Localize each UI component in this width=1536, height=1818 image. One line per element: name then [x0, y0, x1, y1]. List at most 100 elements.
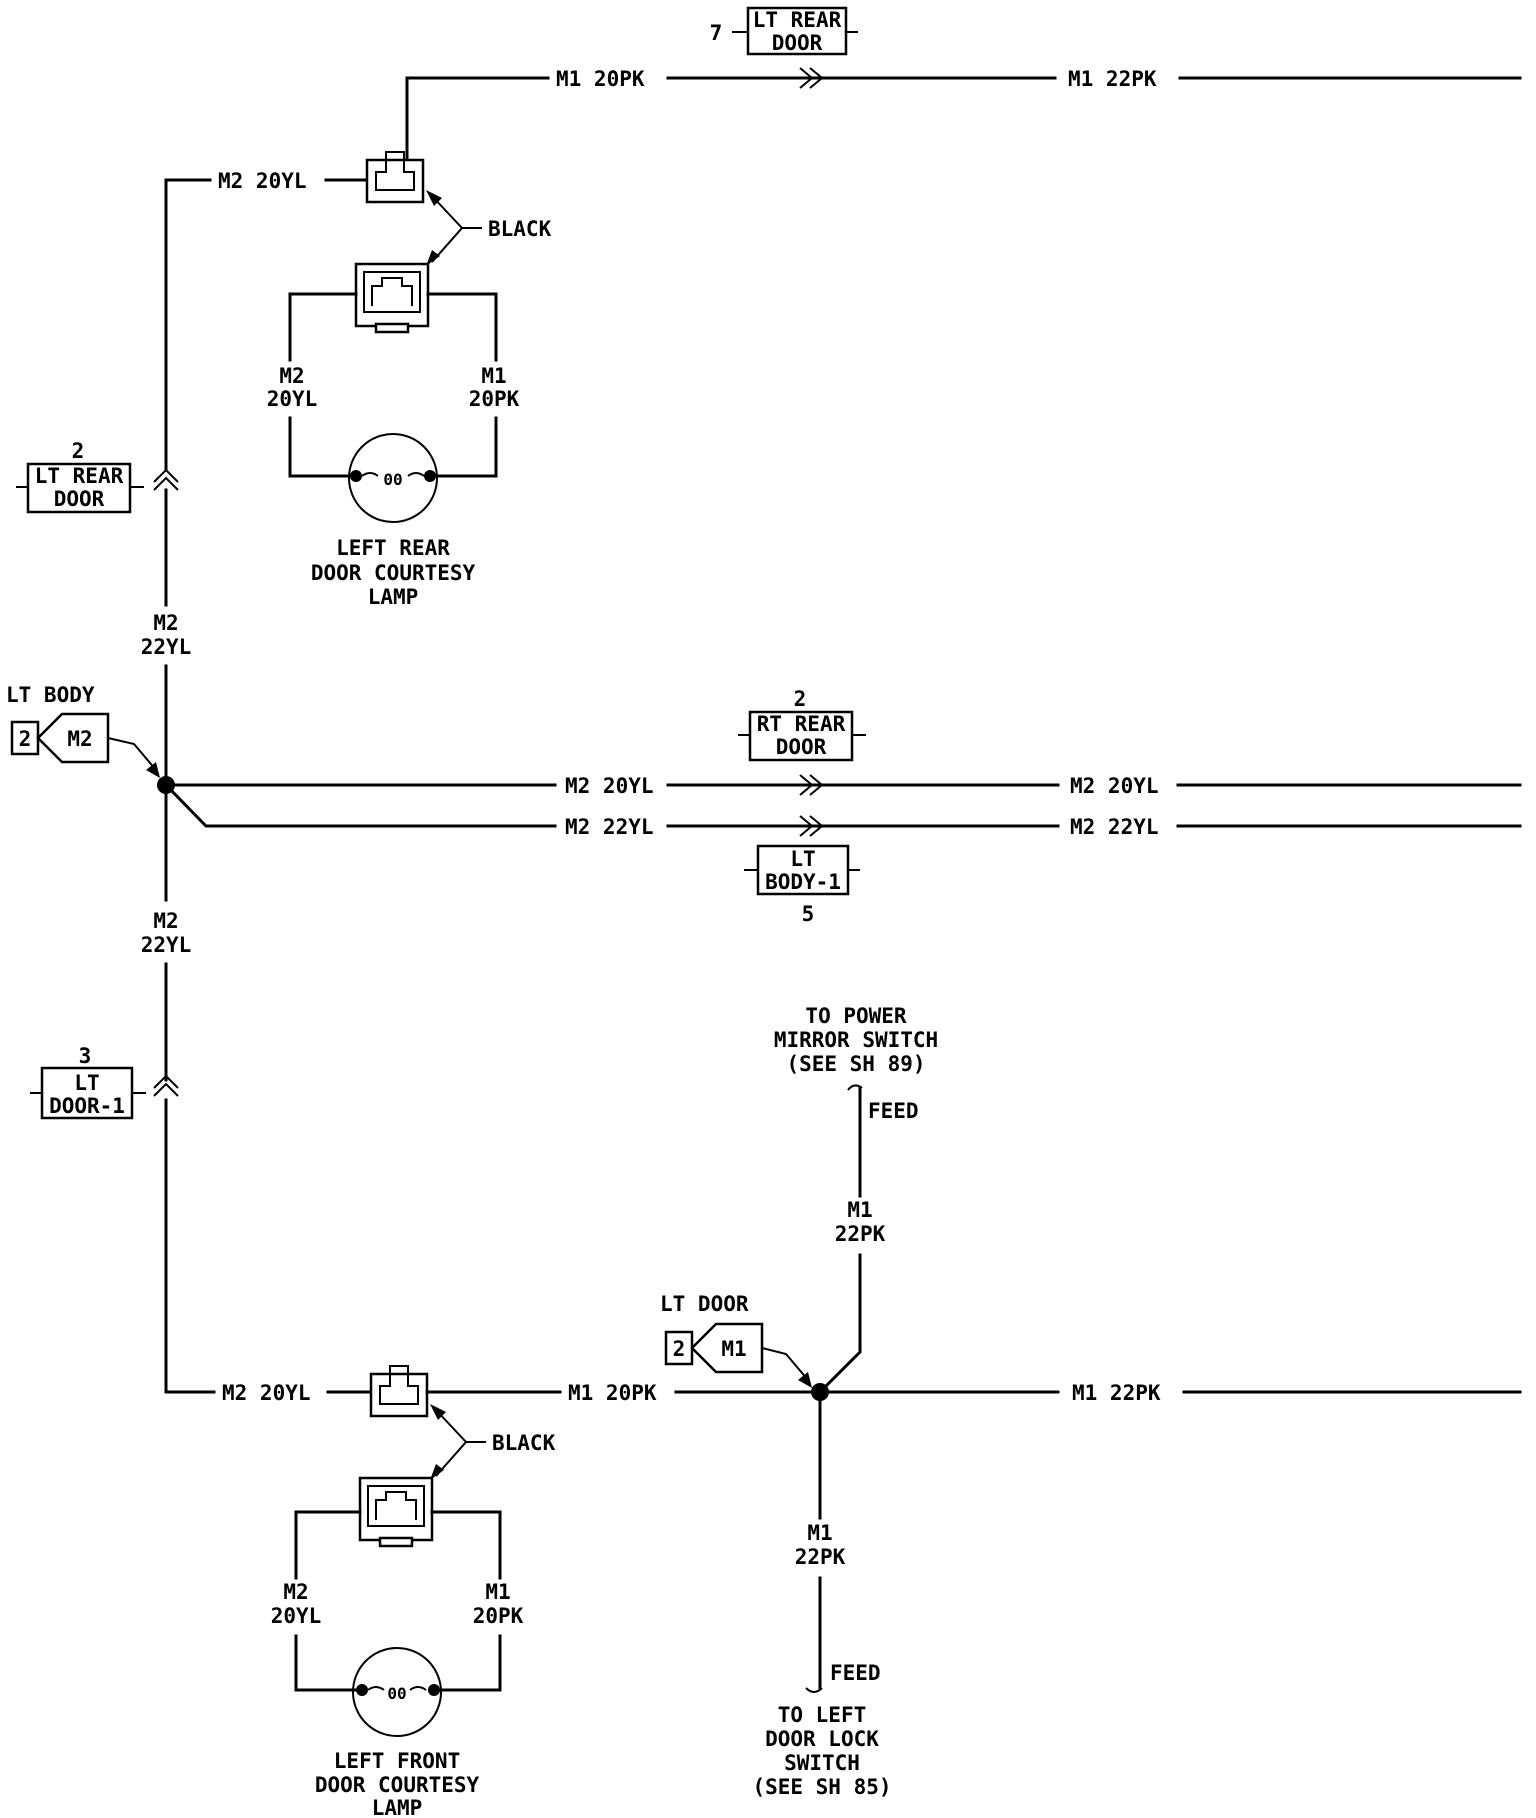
ref-label: (SEE SH 85) [752, 1775, 891, 1799]
mirror-switch-ref: TO POWER MIRROR SWITCH (SEE SH 89) FEED … [774, 1004, 938, 1395]
splice-code: M1 [721, 1337, 746, 1361]
wire-mid-2: M2 22YL M2 22YL [163, 782, 1522, 839]
wire-label: 20PK [469, 387, 520, 411]
arrow-icon [430, 1404, 446, 1420]
wire-label: 22PK [795, 1545, 846, 1569]
feed-label: FEED [830, 1661, 881, 1685]
wire-front-m1: M1 20PK M1 22PK [425, 1381, 1522, 1405]
connector-name-1: LT [790, 847, 815, 871]
splice-title: LT DOOR [660, 1292, 749, 1316]
lamp-label: LEFT FRONT [334, 1749, 460, 1773]
wire-front-m2-feed: M2 20YL [164, 1381, 374, 1405]
wire-label: M1 20PK [556, 67, 645, 91]
wire-label: 20PK [473, 1604, 524, 1628]
connector-name-1: RT REAR [757, 712, 846, 736]
ref-label: TO POWER [805, 1004, 907, 1028]
connector-name-2: DOOR [776, 735, 827, 759]
color-label: BLACK [488, 217, 552, 241]
wire-label: M2 20YL [218, 169, 307, 193]
lamp-label: DOOR COURTESY [315, 1773, 480, 1797]
connector-front-lamp [358, 1476, 434, 1548]
splice-lt-door: LT DOOR 2 M1 [660, 1292, 829, 1401]
arrow-icon [146, 762, 160, 778]
lamp-label: DOOR COURTESY [311, 561, 476, 585]
wire-label: M1 22PK [1072, 1381, 1161, 1405]
lamp-filament: 00 [387, 1684, 406, 1703]
arrow-icon [426, 250, 440, 266]
connector-lt-body-1: LT BODY-1 5 [744, 844, 860, 926]
wire-label: M2 22YL [1070, 815, 1159, 839]
ref-label: TO LEFT [778, 1703, 867, 1727]
color-label: BLACK [492, 1431, 556, 1455]
splice-lt-body: LT BODY 2 M2 [6, 683, 175, 794]
inline-connector-icon [153, 1074, 179, 1097]
connector-lt-rear-door: 2 LT REAR DOOR [16, 439, 179, 514]
lamp-label: LAMP [368, 585, 419, 609]
wire-label: M2 [153, 611, 178, 635]
wire-label: M2 [283, 1580, 308, 1604]
connector-pin: 7 [710, 21, 723, 45]
connector-pin: 5 [802, 902, 815, 926]
color-pointer-rear: BLACK [426, 190, 552, 266]
wire-label: M2 20YL [565, 774, 654, 798]
wire-label: M2 20YL [1070, 774, 1159, 798]
wire-front-lamp-loop: M2 20YL M1 20PK [271, 1510, 524, 1692]
ref-label: SWITCH [784, 1751, 860, 1775]
wire-label: M1 20PK [568, 1381, 657, 1405]
wire-label: M1 [847, 1198, 872, 1222]
wire-label: M1 [481, 364, 506, 388]
lamp-front-label: LEFT FRONT DOOR COURTESY LAMP [315, 1749, 480, 1818]
wire-label: M2 [279, 364, 304, 388]
connector-pin: 2 [72, 439, 85, 463]
arrow-icon [798, 1372, 812, 1388]
connector-front-male [369, 1365, 429, 1418]
connector-rear-lamp [354, 262, 430, 334]
lamp-rear-label: LEFT REAR DOOR COURTESY LAMP [311, 536, 476, 609]
wire-label: M2 22YL [565, 815, 654, 839]
wire-rear-lamp-loop: M2 20YL M1 20PK [267, 292, 520, 478]
ref-label: (SEE SH 89) [786, 1052, 925, 1076]
ref-label: MIRROR SWITCH [774, 1028, 938, 1052]
connector-name-2: DOOR-1 [49, 1094, 125, 1118]
connector-name-2: DOOR [772, 31, 823, 55]
inline-connector-icon [799, 67, 824, 89]
connector-lt-door-1: 3 LT DOOR-1 [30, 1044, 179, 1120]
ref-label: DOOR LOCK [765, 1727, 879, 1751]
arrow-icon [430, 1464, 444, 1480]
connector-name-1: LT REAR [35, 464, 124, 488]
inline-connector-icon [153, 468, 179, 491]
wire-rear-m2-feed: M2 20YL [164, 169, 370, 472]
connector-name-1: LT [74, 1071, 99, 1095]
wire-label: 20YL [267, 387, 318, 411]
connector-pin: 3 [79, 1044, 92, 1068]
connector-lt-rear-door-top: 7 LT REAR DOOR [710, 6, 858, 56]
lamp-label: LAMP [372, 1796, 423, 1818]
wire-top-m1: M1 20PK M1 22PK [405, 67, 1522, 182]
wire-label: 22PK [835, 1222, 886, 1246]
connector-name-2: BODY-1 [765, 870, 841, 894]
connector-name-2: DOOR [54, 487, 105, 511]
wire-label: 22YL [141, 933, 192, 957]
connector-pin: 2 [794, 687, 807, 711]
connector-rear-male [365, 151, 425, 204]
wire-label: 22YL [141, 635, 192, 659]
wire-mid-1: M2 20YL M2 20YL [164, 774, 1522, 798]
arrow-icon [426, 190, 442, 206]
wire-label: 20YL [271, 1604, 322, 1628]
splice-title: LT BODY [6, 683, 95, 707]
lamp-label: LEFT REAR [336, 536, 450, 560]
lamp-filament: 00 [383, 470, 402, 489]
feed-end-icon [805, 1687, 823, 1693]
wire-label: M2 20YL [222, 1381, 311, 1405]
wire-label: M1 [807, 1521, 832, 1545]
splice-code: M2 [67, 727, 92, 751]
wire-label: M2 [153, 909, 178, 933]
door-lock-switch-ref: M1 22PK FEED TO LEFT DOOR LOCK SWITCH (S… [752, 1390, 892, 1799]
inline-connector-icon [799, 774, 824, 796]
lamp-icon-rear: 00 [348, 433, 438, 523]
inline-connector-icon [799, 815, 824, 837]
wire-label: M1 [485, 1580, 510, 1604]
splice-pin: 2 [673, 1337, 686, 1361]
connector-rt-rear-door: 2 RT REAR DOOR [738, 687, 866, 762]
